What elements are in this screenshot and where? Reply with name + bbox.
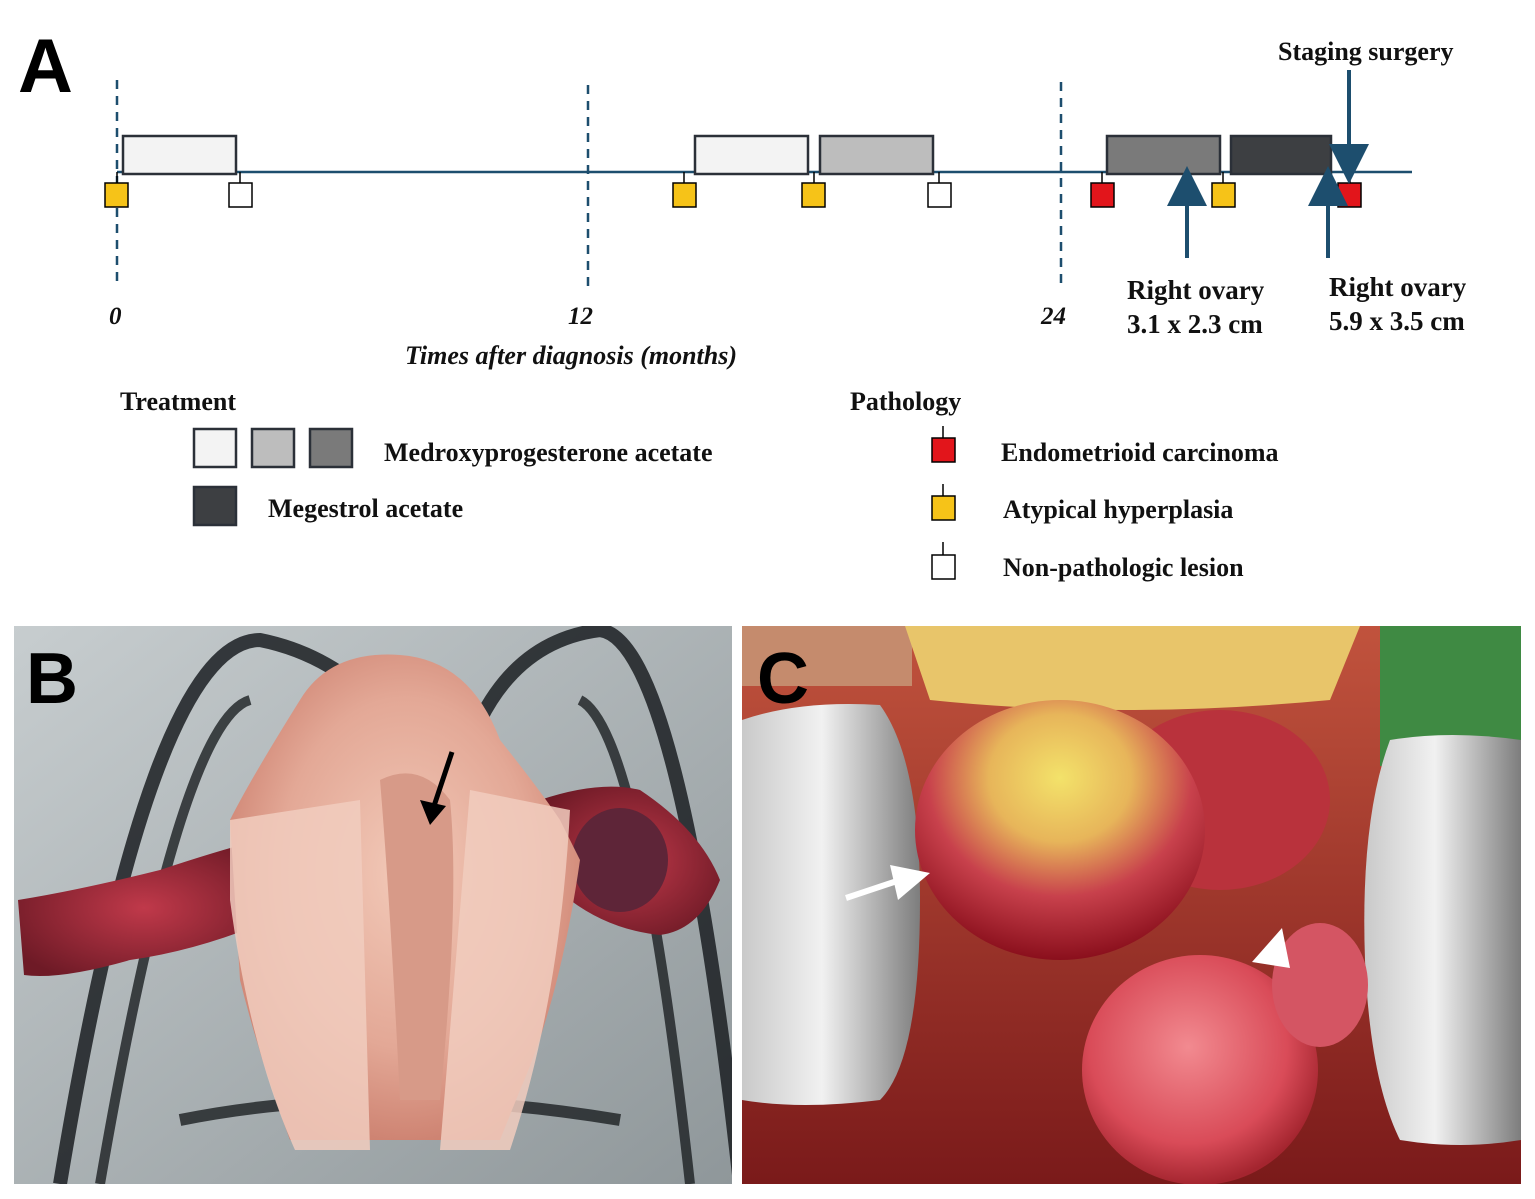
pathology-legend: Pathology Endometrioid carcinoma Atypica… xyxy=(850,387,1279,582)
panel-a-letter: A xyxy=(18,24,73,109)
pathology-marker-hyperplasia-4 xyxy=(1211,172,1236,208)
pathology-marker-hyperplasia-1 xyxy=(104,172,129,208)
legend-swatch-hyperplasia xyxy=(931,495,956,521)
treatment-bar-mpa-2 xyxy=(693,134,810,176)
legend-label-hyperplasia: Atypical hyperplasia xyxy=(1003,495,1233,524)
tick-label-24: 24 xyxy=(1040,303,1066,330)
ovary-2-label-line2: 5.9 x 3.5 cm xyxy=(1329,306,1465,336)
treatment-bar-megestrol xyxy=(1229,134,1333,176)
ovary-2-label-line1: Right ovary xyxy=(1329,272,1467,302)
legend-swatch-nonpath xyxy=(931,554,956,580)
panel-b-letter: B xyxy=(26,639,78,719)
pathology-marker-nonpath-1 xyxy=(228,172,253,208)
treatment-legend-heading: Treatment xyxy=(120,387,236,416)
treatment-bar-mpa-3 xyxy=(818,134,935,176)
panel-c-photo: C xyxy=(742,626,1521,1184)
panel-a: A xyxy=(18,24,1467,582)
tick-label-0: 0 xyxy=(109,303,122,330)
legend-label-megestrol: Megestrol acetate xyxy=(268,494,463,523)
tick-label-12: 12 xyxy=(568,303,593,330)
panel-b-photo: B xyxy=(14,626,732,1184)
treatment-bar-mpa-1 xyxy=(121,134,238,176)
pathology-marker-carcinoma-1 xyxy=(1090,172,1115,208)
ovary-1-label-line2: 3.1 x 2.3 cm xyxy=(1127,309,1263,339)
legend-label-nonpath: Non-pathologic lesion xyxy=(1003,553,1244,582)
pathology-marker-carcinoma-2 xyxy=(1337,172,1362,208)
legend-swatch-megestrol xyxy=(192,485,238,527)
legend-swatch-mpa-mid xyxy=(250,427,296,469)
pathology-marker-hyperplasia-3 xyxy=(801,172,826,208)
legend-label-carcinoma: Endometrioid carcinoma xyxy=(1001,438,1279,467)
treatment-legend: Treatment Medroxyprogesterone acetate Me… xyxy=(120,387,713,527)
pathology-marker-nonpath-2 xyxy=(927,172,952,208)
treatment-bar-mpa-4 xyxy=(1105,134,1222,176)
pathology-marker-hyperplasia-2 xyxy=(672,172,697,208)
legend-swatch-carcinoma xyxy=(931,437,956,463)
pathology-legend-heading: Pathology xyxy=(850,387,961,416)
legend-swatch-mpa-dark xyxy=(308,427,354,469)
staging-surgery-label: Staging surgery xyxy=(1278,37,1454,66)
legend-swatch-mpa-light xyxy=(192,427,238,469)
ovary-1-label-line1: Right ovary xyxy=(1127,275,1265,305)
legend-label-mpa: Medroxyprogesterone acetate xyxy=(384,438,713,467)
panel-c-letter: C xyxy=(757,639,809,719)
x-axis-title: Times after diagnosis (months) xyxy=(405,341,737,370)
